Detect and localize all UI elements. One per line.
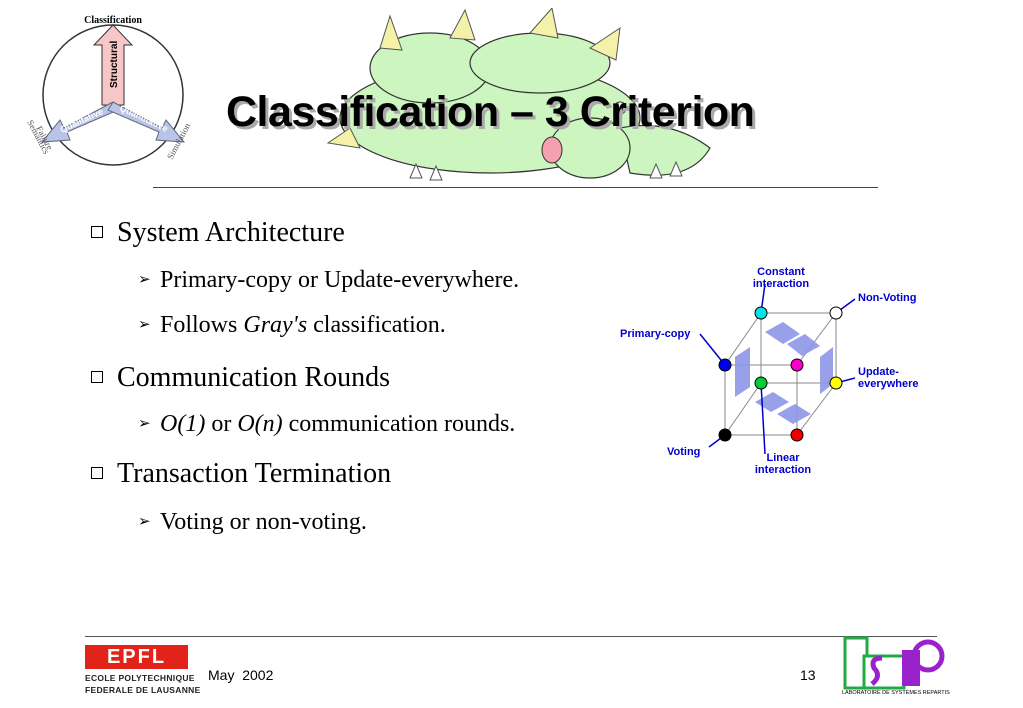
vertex-magenta	[790, 358, 804, 372]
epfl-line-1: ECOLE POLYTECHNIQUE	[85, 673, 195, 683]
footer-date: May 2002	[208, 667, 274, 683]
sub-bullet-rounds: ➢O(1) or O(n) communication rounds.	[138, 411, 516, 437]
arrowhead-icon: ➢	[138, 414, 151, 432]
vertex-red	[790, 428, 804, 442]
lsr-logo-mark	[843, 636, 945, 690]
bullet-square-icon	[91, 466, 103, 479]
bullet-communication-rounds: Communication Rounds	[91, 364, 390, 392]
vertex-constant	[754, 306, 768, 320]
bullet-transaction-termination: Transaction Termination	[91, 460, 391, 488]
footer-divider	[85, 636, 937, 637]
label-voting: Voting	[667, 446, 700, 458]
arrowhead-icon: ➢	[138, 512, 151, 530]
vertex-voting	[718, 428, 732, 442]
lsr-logo: LABORATOIRE DE SYSTEMES REPARTIS	[842, 636, 950, 700]
classification-cube-diagram: Constant interaction Non-Voting Primary-…	[620, 266, 919, 476]
wheel-arm-structural: Structural	[109, 41, 120, 88]
vertex-update-everywhere	[829, 376, 843, 390]
epfl-wordmark: EPFL	[106, 645, 167, 668]
vertex-primary-copy	[718, 358, 732, 372]
label-constant-1: Constant	[757, 266, 805, 278]
classification-wheel: Classification Structural Qualitative Qu…	[25, 15, 193, 166]
page-number: 13	[800, 667, 816, 683]
epfl-logo: EPFL ECOLE POLYTECHNIQUE FEDERALE DE LAU…	[85, 645, 201, 697]
bullet-square-icon	[91, 225, 103, 238]
label-linear-2: interaction	[755, 464, 812, 476]
lsr-caption: LABORATOIRE DE SYSTEMES REPARTIS	[842, 690, 950, 696]
label-update-1: Update-	[858, 366, 899, 378]
bullet-system-architecture: System Architecture	[91, 219, 345, 247]
wheel-caption: Classification	[84, 15, 142, 26]
label-constant-2: interaction	[753, 278, 810, 290]
label-primary-copy: Primary-copy	[620, 328, 691, 340]
vertex-non-voting	[829, 306, 843, 320]
epfl-line-2: FEDERALE DE LAUSANNE	[85, 685, 201, 695]
arrowhead-icon: ➢	[138, 270, 151, 288]
label-non-voting: Non-Voting	[858, 292, 916, 304]
label-linear-1: Linear	[766, 452, 800, 464]
vertex-green	[754, 376, 768, 390]
slide-title: Classification – 3 Criterion	[226, 88, 755, 136]
dragon-illustration	[326, 8, 711, 181]
sub-bullet-grays: ➢Follows Gray's classification.	[138, 312, 446, 338]
sub-bullet-voting: ➢Voting or non-voting.	[138, 509, 367, 535]
label-update-2: everywhere	[858, 378, 919, 390]
sub-bullet-primary-copy: ➢Primary-copy or Update-everywhere.	[138, 267, 520, 293]
arrowhead-icon: ➢	[138, 315, 151, 333]
title-divider	[153, 187, 878, 188]
bullet-square-icon	[91, 370, 103, 383]
